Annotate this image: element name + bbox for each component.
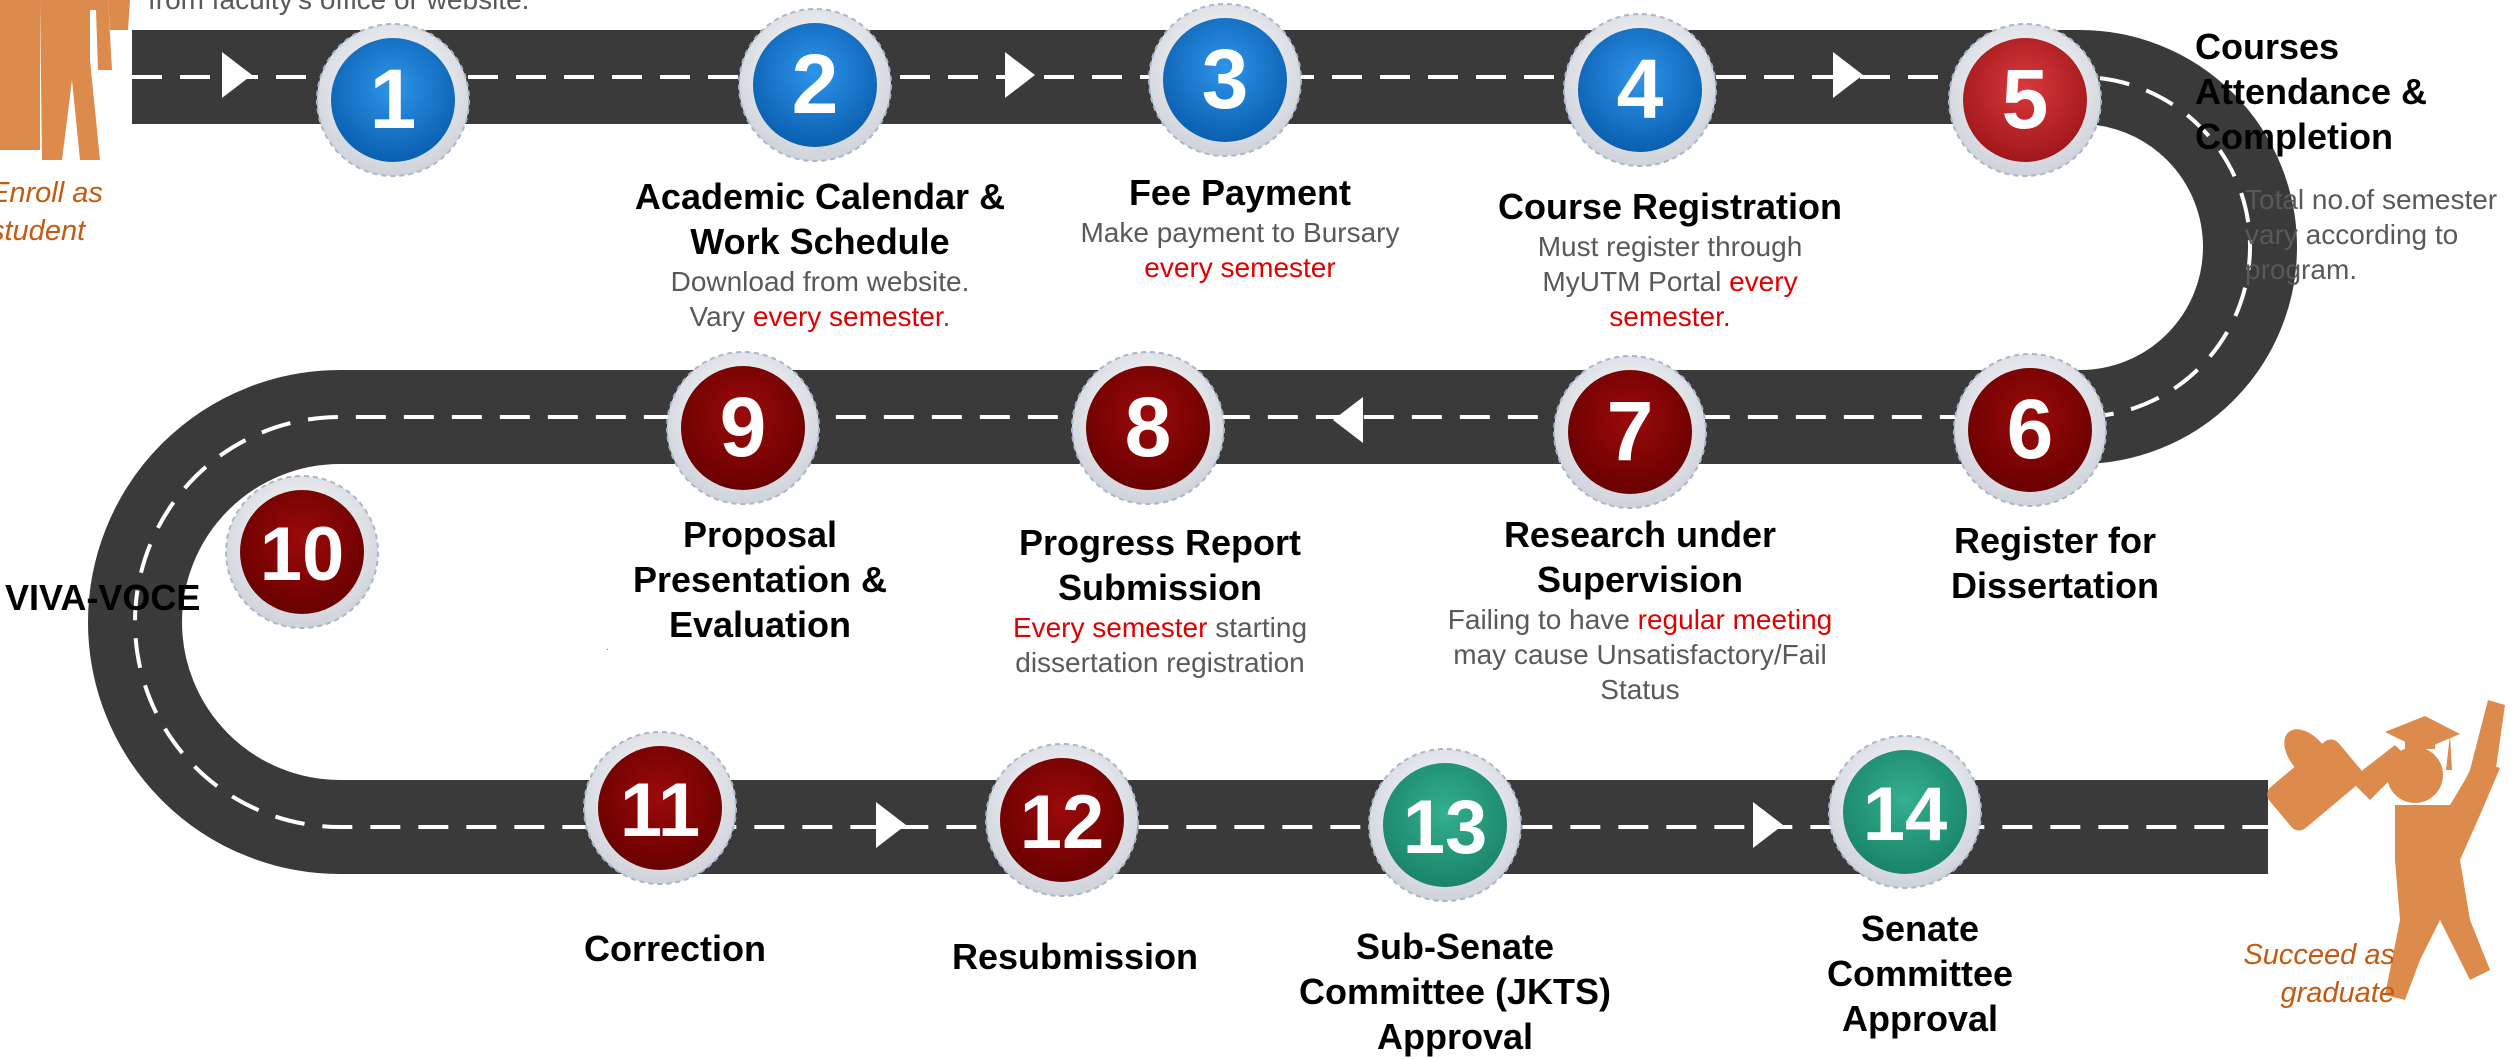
step-8-marker: 8: [1071, 351, 1225, 505]
top-fragment-text: from faculty's office or website.: [148, 0, 529, 17]
dot-artifact: .: [606, 642, 609, 653]
step-number: 4: [1617, 42, 1664, 136]
step-number: 2: [792, 37, 839, 131]
direction-arrow: [1753, 802, 1783, 848]
step-9-label: Proposal Presentation & Evaluation: [610, 512, 910, 647]
step-title: VIVA-VOCE: [5, 577, 201, 618]
step-title: Proposal Presentation & Evaluation: [632, 514, 888, 645]
step-number: 14: [1863, 772, 1948, 857]
step-desc: Total no.of semester vary according to p…: [2245, 184, 2498, 285]
step-6-marker: 6: [1953, 353, 2107, 507]
step-3-marker: 3: [1148, 3, 1302, 157]
step-number: 6: [2007, 382, 2054, 476]
step-14-label: Senate Committee Approval: [1790, 906, 2050, 1041]
direction-arrow: [255, 655, 301, 678]
step-title: Course Registration: [1497, 186, 1843, 227]
step-1-marker: 1: [316, 23, 470, 177]
step-title: Register for Dissertation: [1950, 520, 2160, 606]
step-title: Research under Supervision: [1503, 514, 1777, 600]
step-desc: Every semester starting dissertation reg…: [1012, 612, 1308, 678]
step-number: 1: [370, 52, 417, 146]
step-7-label: Research under Supervision Failing to ha…: [1420, 512, 1860, 707]
step-9-marker: 9: [666, 351, 820, 505]
step-3-label: Fee Payment Make payment to Bursary ever…: [1060, 170, 1420, 285]
step-desc: Must register through MyUTM Portal every…: [1537, 231, 1803, 332]
step-11-label: Correction: [540, 926, 810, 971]
step-11-marker: 11: [583, 731, 737, 885]
step-number: 8: [1125, 380, 1172, 474]
step-4-marker: 4: [1563, 13, 1717, 167]
student-figure-icon: [0, 0, 130, 160]
step-desc: Make payment to Bursary every semester: [1080, 217, 1400, 283]
step-number: 3: [1202, 32, 1249, 126]
direction-arrow: [1833, 52, 1863, 98]
step-title: Resubmission: [951, 936, 1199, 977]
step-5-label: Courses Attendance & Completion: [2195, 24, 2495, 159]
direction-arrow: [1005, 52, 1035, 98]
step-number: 7: [1607, 384, 1654, 478]
step-10-marker: 10: [225, 475, 379, 629]
step-7-marker: 7: [1553, 355, 1707, 509]
step-number: 11: [620, 768, 700, 853]
step-8-label: Progress Report Submission Every semeste…: [990, 520, 1330, 680]
step-12-marker: 12: [985, 743, 1139, 897]
step-2-marker: 2: [738, 8, 892, 162]
step-13-marker: 13: [1368, 748, 1522, 902]
direction-arrow: [876, 802, 906, 848]
step-desc: Failing to have regular meeting may caus…: [1447, 604, 1833, 705]
graduate-figure-icon: [2267, 700, 2505, 1000]
step-14-marker: 14: [1828, 735, 1982, 889]
direction-arrow: [222, 52, 252, 98]
step-title: Academic Calendar & Work Schedule: [634, 176, 1006, 262]
step-6-label: Register for Dissertation: [1920, 518, 2190, 608]
step-number: 13: [1403, 785, 1488, 870]
step-5-marker: 5: [1948, 23, 2102, 177]
step-10-label: VIVA-VOCE: [5, 575, 225, 620]
step-number: 5: [2002, 52, 2049, 146]
step-4-label: Course Registration Must register throug…: [1470, 184, 1870, 334]
step-number: 12: [1020, 780, 1105, 865]
step-2-label: Academic Calendar & Work Schedule Downlo…: [620, 174, 1020, 334]
step-title: Senate Committee Approval: [1826, 908, 2014, 1039]
direction-arrow: [1333, 397, 1363, 443]
step-title: Sub-Senate Committee (JKTS) Approval: [1298, 926, 1612, 1057]
step-title: Courses Attendance & Completion: [2195, 26, 2428, 157]
step-12-label: Resubmission: [935, 934, 1215, 979]
road-center-dashes: [132, 75, 2268, 829]
step-number: 9: [720, 380, 767, 474]
step-13-label: Sub-Senate Committee (JKTS) Approval: [1270, 924, 1640, 1059]
step-desc: Download from website. Vary every semest…: [670, 266, 970, 332]
step-title: Progress Report Submission: [1018, 522, 1302, 608]
step-title: Correction: [583, 928, 767, 969]
step-title: Fee Payment: [1128, 172, 1352, 213]
end-caption: Succeed as graduate: [2243, 939, 2395, 1009]
step-number: 10: [260, 512, 345, 597]
